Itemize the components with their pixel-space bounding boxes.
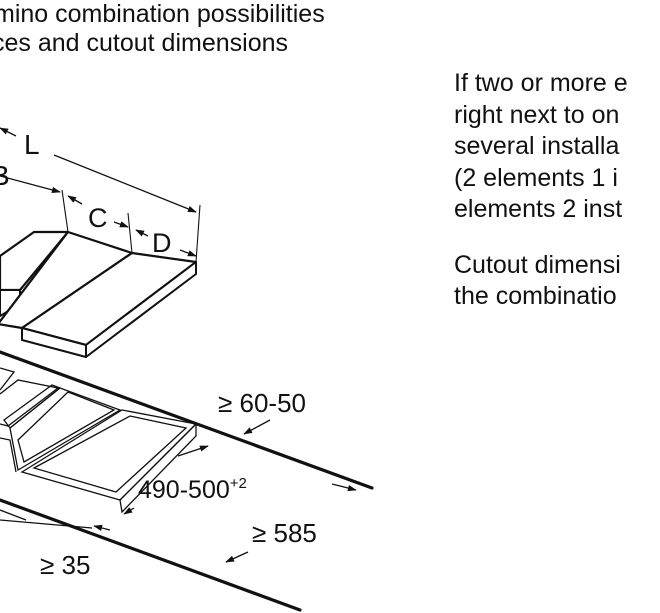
cutout-segment: [3, 384, 62, 429]
heading-line-1: mino combination possibilities: [0, 0, 325, 28]
cutout-segment: [0, 367, 16, 391]
cutout-segment: [0, 437, 17, 473]
cutout-segment: [119, 422, 197, 514]
installation-note: If two or more e right next to on severa…: [454, 68, 628, 313]
dim-label-cutout-depth: 490-500+2: [138, 475, 247, 504]
cutout-segment: [32, 415, 188, 493]
worktop-cutout: [0, 350, 374, 612]
dim-label-rear-gap: ≥ 60-50: [218, 388, 306, 418]
dim-label-c: C: [88, 203, 108, 233]
note-line-3: several installa: [454, 132, 620, 160]
worktop-edge: [0, 519, 93, 529]
worktop-front-edge: [0, 498, 302, 612]
note-line-4: (2 elements 1 i: [454, 163, 618, 192]
cooktop-element-b: [0, 230, 70, 292]
section-heading: mino combination possibilities ces and c…: [0, 0, 325, 58]
worktop-rear-edge: [0, 350, 374, 490]
dim-label-front-gap: ≥ 35: [40, 550, 90, 580]
note-line-5: elements 2 inst: [454, 195, 623, 223]
dim-label-d: D: [152, 228, 172, 258]
cooktop-elements: [0, 230, 198, 358]
note-line-6: Cutout dimensi: [454, 250, 621, 279]
note-line-1: If two or more e: [454, 69, 628, 97]
heading-line-2: ces and cutout dimensions: [0, 29, 289, 57]
dim-label-worktop-depth: ≥ 585: [252, 518, 317, 548]
cutout-segment: [17, 391, 116, 463]
note-line-7: the combinatio: [454, 282, 617, 310]
cooktop-element-c-side: [21, 327, 87, 358]
note-line-2: right next to on: [454, 100, 620, 129]
cutout-segment: [0, 379, 60, 427]
upper-dimensions: L B C D: [0, 127, 201, 263]
dim-label-l: L: [24, 129, 40, 160]
lower-dimensions: ≥ 60-50 490-500+2 ≥ 585 ≥ 35: [0, 388, 357, 580]
cutout-segment: [9, 387, 122, 472]
dim-label-b: B: [0, 160, 10, 191]
